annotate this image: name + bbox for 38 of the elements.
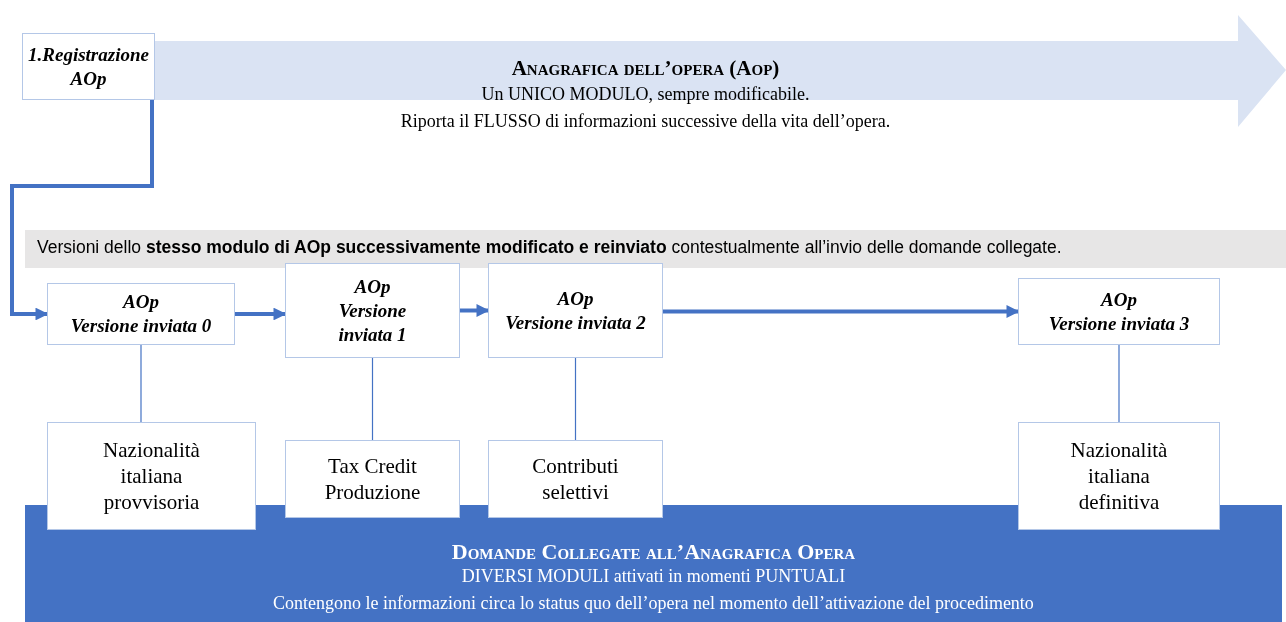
process-box: [22, 33, 155, 100]
band-text: Riporta il FLUSSO di informazioni successive della vita dell’opera.: [399, 111, 892, 132]
process-box: [488, 263, 663, 358]
arrow: [235, 307, 287, 321]
box-label: Contributi selettivi: [531, 453, 620, 505]
box-label: Versione inviata 0: [70, 314, 212, 338]
process-box: [285, 263, 460, 358]
arrow: [663, 305, 1020, 318]
box-label: Nazionalità italiana provvisoria: [102, 437, 201, 515]
box-label: AOp: [123, 290, 159, 314]
box-label: Versione inviata 3: [1048, 311, 1190, 336]
process-box: [47, 422, 256, 530]
box-label: Versione inviata 1: [337, 298, 408, 347]
arrow: [10, 100, 154, 321]
process-box: [47, 283, 235, 345]
band-text: Un UNICO MODULO, sempre modificabile.: [480, 84, 811, 105]
box-label: Tax Credit Produzione: [323, 453, 422, 505]
connector-line: [1118, 344, 1120, 423]
box-label: Nazionalità italiana definitiva: [1069, 437, 1169, 515]
process-box: [285, 440, 460, 518]
band-text: Contengono le informazioni circa lo status quo dell’opera nel momento dell’attivazione del procedimento: [272, 593, 1035, 614]
box-label: AOp: [1101, 287, 1137, 312]
box-label: AOp: [354, 274, 391, 299]
band-heading: Anagrafica dell’opera (Aop): [510, 56, 781, 81]
connector-line: [574, 357, 577, 441]
box-label: AOp: [557, 286, 594, 311]
band-text: Versioni dello stesso modulo di AOp successivamente modificato e reinviato contestualmente all’invio delle domande collegate.: [37, 237, 1062, 258]
process-box: [488, 440, 663, 518]
connector-line: [140, 344, 142, 423]
header-band: [25, 230, 1286, 268]
box-label: 1.Registrazione AOp: [28, 42, 149, 91]
box-label: Versione inviata 2: [505, 310, 646, 335]
arrow: [460, 304, 490, 317]
process-box: [1018, 278, 1220, 345]
process-box: [1018, 422, 1220, 530]
connector-line: [371, 357, 374, 441]
band-text: DIVERSI MODULI attivati in momenti PUNTUALI: [460, 566, 847, 587]
band-heading: Domande Collegate all’Anagrafica Opera: [450, 539, 857, 565]
